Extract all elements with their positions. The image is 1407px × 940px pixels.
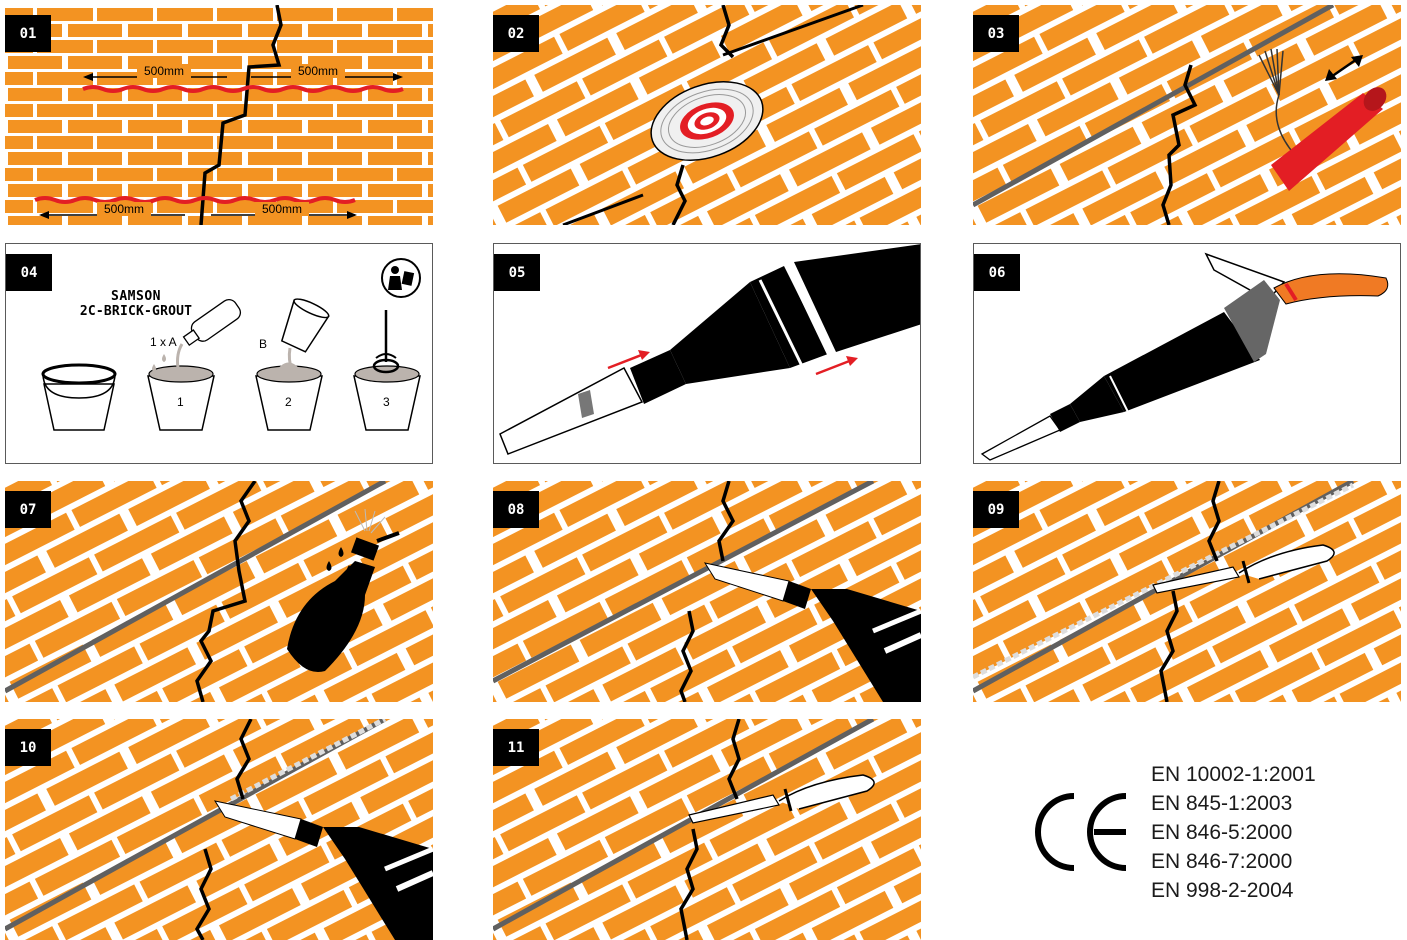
- step-10-illustration: [5, 719, 433, 940]
- cartridge-icon: [982, 280, 1280, 460]
- certification-block: EN 10002-1:2001 EN 845-1:2003 EN 846-5:2…: [1020, 760, 1400, 910]
- cartridge-icon: [630, 244, 921, 404]
- step-number: 08: [493, 491, 539, 528]
- step-number: 06: [974, 254, 1020, 291]
- bucket-number: 3: [383, 395, 390, 409]
- step-02-illustration: [493, 5, 921, 225]
- mixer-paddle-icon: [374, 310, 398, 372]
- read-instructions-icon: [382, 259, 420, 297]
- step-06-illustration: [974, 244, 1401, 464]
- standards-list: EN 10002-1:2001 EN 845-1:2003 EN 846-5:2…: [1151, 760, 1316, 905]
- standard-item: EN 846-7:2000: [1151, 847, 1316, 876]
- step-number: 10: [5, 729, 51, 766]
- step-08-illustration: [493, 481, 921, 702]
- step-number: 01: [5, 15, 51, 52]
- nozzle-icon: [500, 368, 642, 454]
- component-b-label: B: [259, 337, 267, 351]
- step-01-panel: 01 500mm 500mm 500mm 500mm: [5, 5, 433, 225]
- step-number: 07: [5, 491, 51, 528]
- standard-item: EN 10002-1:2001: [1151, 760, 1316, 789]
- step-08-panel: 08: [493, 481, 921, 702]
- dimension-label: 500mm: [291, 64, 345, 78]
- brand-name: SAMSON: [66, 289, 206, 304]
- dimension-label: 500mm: [137, 64, 191, 78]
- step-number: 02: [493, 15, 539, 52]
- component-a-label: 1 x A: [150, 335, 177, 349]
- step-number: 11: [493, 729, 539, 766]
- step-06-panel: 06: [973, 243, 1401, 464]
- bucket-number: 1: [177, 395, 184, 409]
- step-07-panel: 07: [5, 481, 433, 702]
- bucket-empty-icon: [43, 365, 115, 430]
- standard-item: EN 846-5:2000: [1151, 818, 1316, 847]
- step-05-illustration: [494, 244, 921, 464]
- standard-item: EN 845-1:2003: [1151, 789, 1316, 818]
- standard-item: EN 998-2-2004: [1151, 876, 1316, 905]
- step-04-panel: 04 SAMSON 2C-BRICK-GROUT 1 x A B 1 2 3: [5, 243, 433, 464]
- step-03-illustration: [973, 5, 1401, 225]
- dimension-label: 500mm: [255, 202, 309, 216]
- step-09-illustration: [973, 481, 1401, 702]
- step-11-illustration: [493, 719, 921, 940]
- step-number: 05: [494, 254, 540, 291]
- dimension-label: 500mm: [97, 202, 151, 216]
- step-number: 04: [6, 254, 52, 291]
- step-05-panel: 05: [493, 243, 921, 464]
- step-04-illustration: [6, 244, 433, 464]
- step-11-panel: 11: [493, 719, 921, 940]
- product-name: 2C-BRICK-GROUT: [56, 304, 216, 319]
- step-02-panel: 02: [493, 5, 921, 225]
- bucket-1-icon: [148, 344, 214, 430]
- bucket-number: 2: [285, 395, 292, 409]
- step-number: 03: [973, 15, 1019, 52]
- ce-mark-icon: [1030, 792, 1140, 872]
- trowel-icon: [1206, 254, 1388, 304]
- step-07-illustration: [5, 481, 433, 702]
- step-09-panel: 09: [973, 481, 1401, 702]
- bucket-2-icon: [256, 348, 322, 430]
- step-10-panel: 10: [5, 719, 433, 940]
- step-01-illustration: [5, 5, 433, 225]
- step-number: 09: [973, 491, 1019, 528]
- pouring-bucket-icon: [276, 296, 330, 355]
- step-03-panel: 03: [973, 5, 1401, 225]
